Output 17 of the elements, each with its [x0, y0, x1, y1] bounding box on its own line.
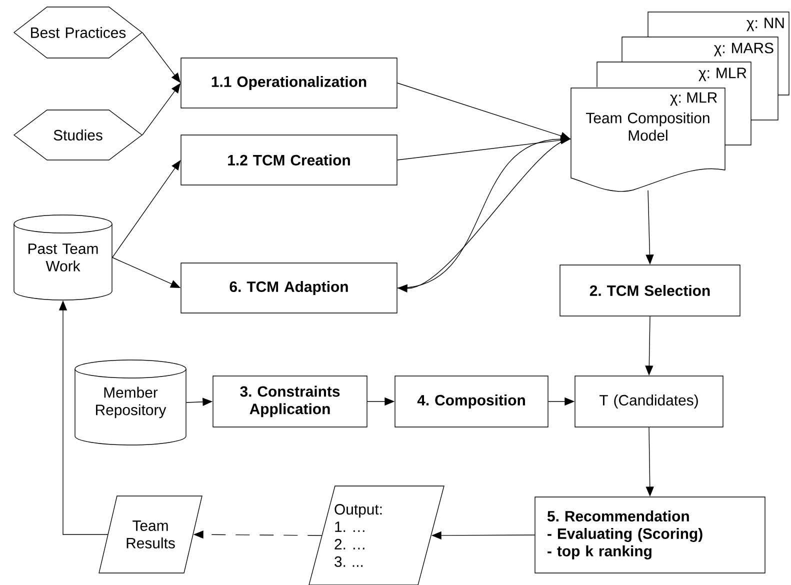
process-box: 5. Recommendation - Evaluating (Scoring) - top k ranking	[534, 496, 766, 574]
process-box: 1.2 TCM Creation	[180, 134, 398, 186]
process-box: 3. Constraints Application	[212, 376, 368, 428]
database-cylinder: Member Repository	[74, 360, 186, 446]
document-page: χ: MARS	[622, 36, 778, 62]
process-box: 2. TCM Selection	[560, 264, 740, 316]
data-parallelogram: Team Results	[98, 496, 202, 574]
document-page: χ: NN	[648, 12, 790, 38]
database-cylinder: Past Team Work	[14, 214, 112, 300]
process-box: 6. TCM Adaption	[180, 262, 398, 314]
node-label: Past Team Work	[28, 244, 98, 272]
document-page: χ: MLR	[596, 62, 752, 88]
node-label: Member Repository	[96, 386, 166, 418]
process-box: T (Candidates)	[574, 376, 724, 428]
process-box: 1.1 Operationalization	[180, 58, 398, 108]
data-parallelogram: Output: 1. … 2. … 3. ...	[308, 486, 444, 585]
process-box: 4. Composition	[394, 376, 548, 428]
